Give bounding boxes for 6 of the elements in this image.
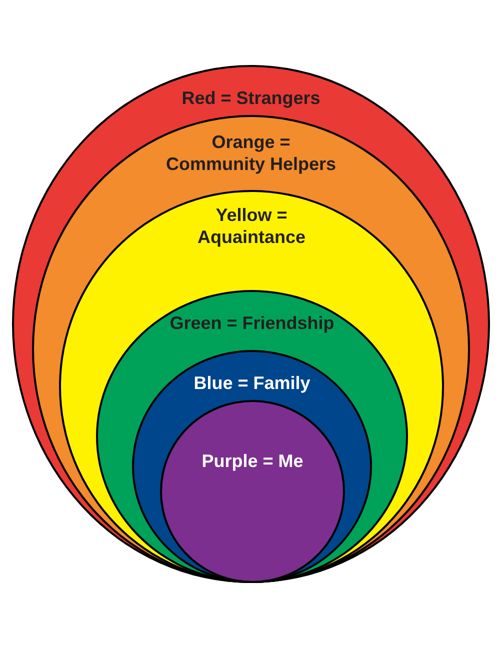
circle-label: Yellow = Aquaintance <box>196 204 307 248</box>
circle-label: Red = Strangers <box>180 87 322 109</box>
circle-label: Purple = Me <box>200 450 304 472</box>
circle-label: Blue = Family <box>192 372 312 394</box>
circle-label: Orange = Community Helpers <box>164 131 338 175</box>
circle-label: Green = Friendship <box>168 312 336 334</box>
